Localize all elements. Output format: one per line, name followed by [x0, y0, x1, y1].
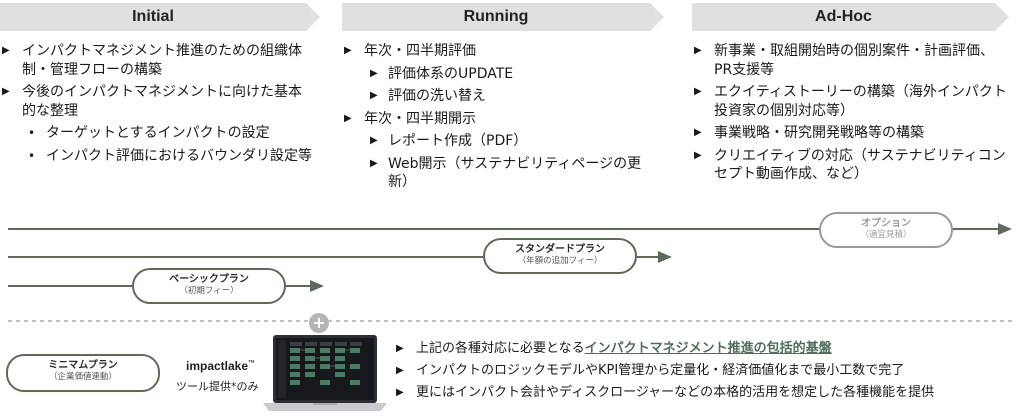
bullet-icon: ▶ [694, 45, 702, 56]
adhoc-column: ▶ 新事業・取組開始時の個別案件・計画評価、PR支援等 ▶ エクイティストーリー… [692, 42, 1012, 184]
bullet-icon: ▶ [370, 135, 378, 146]
dot-icon: • [28, 148, 36, 163]
plus-icon: + [309, 313, 329, 333]
bullet-icon: ▶ [370, 90, 378, 101]
option-plan-pill: オプション （適宜見積） [819, 212, 953, 248]
bullet-icon: ▶ [396, 365, 404, 376]
highlight-text: インパクトマネジメント推進の包括的基盤 [584, 341, 832, 356]
running-subitem: ▶ レポート作成（PDF） [370, 133, 528, 149]
standard-plan-title: スタンダードプラン [515, 244, 605, 255]
initial-item: ▶ 今後のインパクトマネジメントに向けた基本的な整理 [2, 84, 302, 119]
standard-plan-pill: スタンダードプラン （年額の追加フィー） [483, 238, 637, 274]
bullet-icon: ▶ [694, 149, 702, 161]
dot-icon: • [28, 126, 36, 140]
phase-arrow-tip [650, 3, 664, 31]
initial-item: ▶ インパクトマネジメント推進のための組織体制・管理フローの構築 [2, 43, 302, 78]
feature-line-2: ▶ インパクトのロジックモデルやKPI管理から定量化・経済価値化まで最小工数で完… [396, 363, 905, 378]
feature-line-1: ▶ 上記の各種対応に必要となるインパクトマネジメント推進の包括的基盤 [396, 341, 832, 356]
phase-header-adhoc: Ad-Hoc [692, 3, 1009, 31]
standard-plan-sub: （年額の追加フィー） [517, 256, 603, 266]
basic-plan-pill: ベーシックプラン （初期フィー） [132, 268, 286, 304]
running-column: ▶ 年次・四半期評価 ▶ 評価体系のUPDATE ▶ 評価の洗い替え ▶ 年次・… [342, 42, 652, 192]
running-subitem: ▶ 評価の洗い替え [370, 88, 486, 104]
phase-title-initial: Initial [132, 8, 174, 25]
basic-plan-title: ベーシックプラン [169, 274, 249, 285]
option-plan-title: オプション [861, 218, 911, 229]
bullet-icon: ▶ [344, 45, 352, 56]
bullet-icon: ▶ [2, 45, 10, 56]
phase-title-running: Running [463, 8, 529, 25]
adhoc-item: ▶ エクイティストーリーの構築（海外インパクト投資家の個別対応等） [694, 84, 1007, 119]
laptop-screenshot-icon [263, 333, 387, 413]
feature-line-3: ▶ 更にはインパクト会計やディスクロージャーなどの本格的活用を想定した各種機能を… [396, 385, 935, 400]
basic-plan-sub: （初期フィー） [179, 286, 239, 296]
bullet-icon: ▶ [694, 127, 702, 138]
running-subitem: ▶ 評価体系のUPDATE [370, 65, 514, 82]
initial-column: ▶ インパクトマネジメント推進のための組織体制・管理フローの構築 ▶ 今後のイン… [0, 42, 312, 165]
adhoc-item: ▶ 新事業・取組開始時の個別案件・計画評価、PR支援等 [694, 43, 994, 78]
initial-subitem: • インパクト評価におけるバウンダリ設定等 [28, 147, 312, 164]
initial-subitem: • ターゲットとするインパクトの設定 [28, 125, 270, 141]
running-subitem: ▶ Web開示（サステナビリティページの更新） [370, 155, 642, 191]
phase-title-adhoc: Ad-Hoc [815, 8, 872, 25]
adhoc-item: ▶ クリエイティブの対応（サステナビリティコンセプト動画作成、など） [694, 147, 1006, 183]
phase-arrow-tip [995, 3, 1009, 31]
bullet-icon: ▶ [344, 112, 352, 124]
bullet-icon: ▶ [694, 86, 702, 97]
minimum-plan-sub: （企業価値連動） [48, 372, 117, 382]
running-item: ▶ 年次・四半期評価 [344, 43, 476, 59]
bullet-icon: ▶ [370, 157, 378, 169]
phase-header-initial: Initial [0, 3, 320, 31]
minimum-plan-title: ミニマムプラン [48, 360, 118, 371]
phase-header-running: Running [342, 3, 664, 31]
running-item: ▶ 年次・四半期開示 [344, 110, 476, 127]
phase-arrow-tip [306, 3, 320, 31]
option-plan-sub: （適宜見積） [860, 230, 912, 240]
bullet-icon: ▶ [396, 343, 404, 354]
bullet-icon: ▶ [396, 387, 404, 398]
tool-caption: ツール提供*のみ [176, 380, 259, 393]
bullet-icon: ▶ [2, 86, 10, 97]
impactlake-logo: impactlake™ [186, 359, 256, 373]
bullet-icon: ▶ [370, 67, 378, 79]
minimum-plan-pill: ミニマムプラン （企業価値連動） [6, 354, 160, 392]
adhoc-item: ▶ 事業戦略・研究開発戦略等の構築 [694, 125, 924, 141]
